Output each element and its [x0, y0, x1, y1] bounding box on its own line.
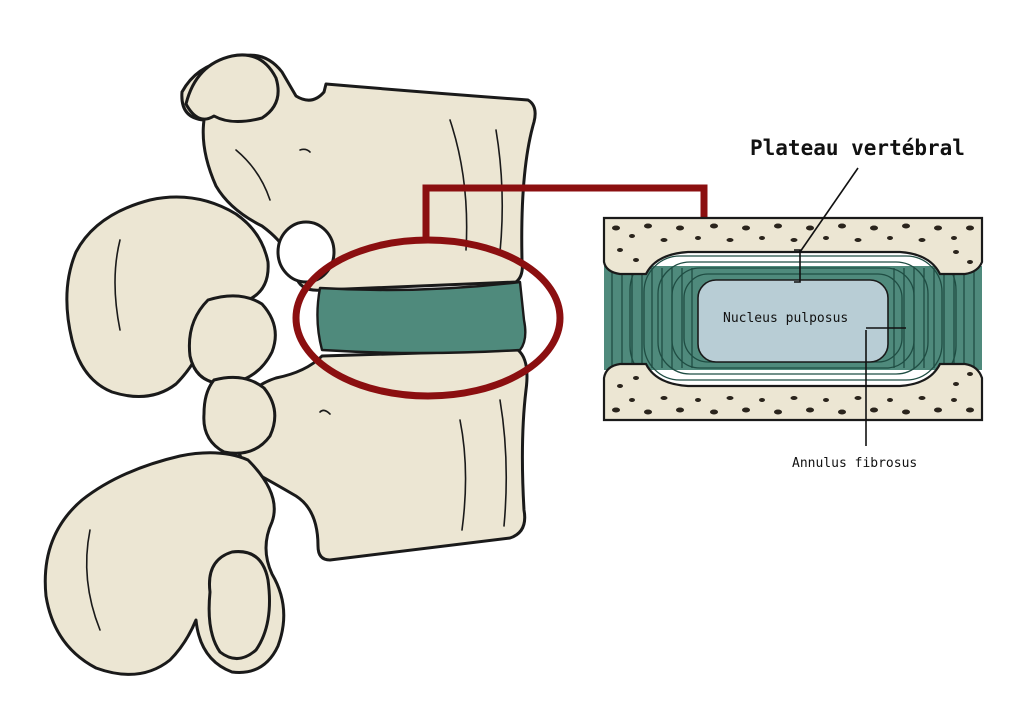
bone-shading-strokes [85, 119, 508, 631]
upper-spinous-process [65, 195, 270, 398]
leader-lines [794, 167, 906, 446]
vertebra-pair-illustration [43, 53, 537, 676]
upper-trabecular-pattern [612, 223, 974, 264]
disc-cross-section [602, 216, 984, 422]
intervertebral-foramen [276, 220, 336, 284]
upper-vertebral-body [180, 53, 537, 292]
annulus-label: Annulus fibrosus [792, 456, 917, 471]
upper-endplate-bone [602, 216, 984, 276]
endplate-label: Plateau vertébral [750, 136, 965, 160]
endplate-leader [799, 167, 859, 253]
lower-articular-process [207, 550, 271, 660]
callout-connector [422, 184, 708, 238]
upper-superior-process [184, 53, 280, 123]
lower-endplate-bone [602, 362, 984, 422]
annulus-lamellae [611, 268, 975, 368]
nucleus-label: Nucleus pulposus [723, 311, 848, 326]
highlighted-disc [316, 280, 527, 355]
upper-inferior-process [187, 294, 277, 386]
highlight-ellipse [292, 236, 564, 400]
highlight-callout [292, 184, 708, 400]
endplate-bracket [794, 249, 801, 283]
lower-vertebral-body [233, 348, 529, 562]
lower-trabecular-pattern [612, 372, 974, 415]
facet-joint [202, 375, 277, 455]
nucleus-pulposus [697, 279, 889, 363]
